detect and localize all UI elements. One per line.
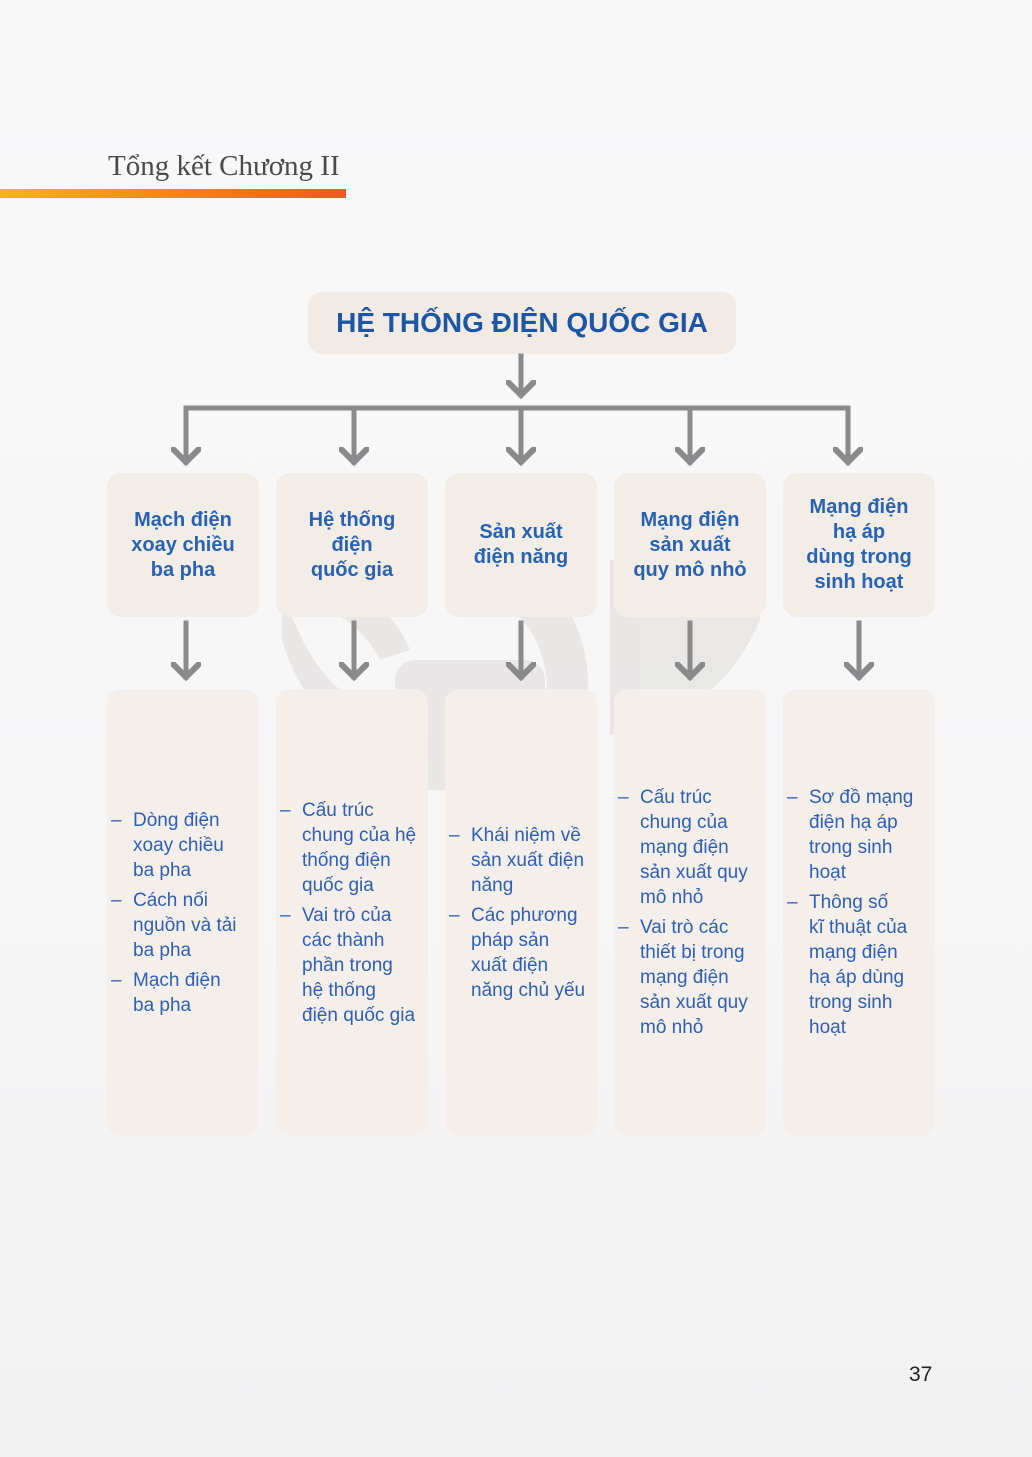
detail-box-3: –Khái niệm về sản xuất điện năng –Các ph… [445,689,597,1136]
detail-item: –Vai trò của các thành phần trong hệ thố… [280,904,416,1026]
detail-item: –Cấu trúc chung của mạng điện sản xuất q… [618,787,748,908]
chapter-title-underline [0,189,346,198]
node-mach-dien-xoay-chieu: Mạch điện xoay chiều ba pha [107,473,259,617]
page-number: 37 [909,1363,933,1386]
node-mang-dien-san-xuat: Mạng điện sản xuất quy mô nhỏ [614,473,766,617]
chapter-title: Tổng kết Chương II [108,150,340,182]
detail-item: –Thông số kĩ thuật của mạng điện hạ áp d… [787,892,908,1038]
detail-item: –Mạch điện ba pha [111,969,221,1016]
node-he-thong-dien: Hệ thống điện quốc gia [276,473,428,617]
detail-item: –Dòng điện xoay chiều ba pha [111,809,224,881]
detail-box-1: –Dòng điện xoay chiều ba pha –Cách nối n… [107,689,259,1136]
node-mang-dien-ha-ap: Mạng điện hạ áp dùng trong sinh hoạt [783,473,935,617]
root-node: HỆ THỐNG ĐIỆN QUỐC GIA [308,292,736,354]
detail-item: –Sơ đồ mạng điện hạ áp trong sinh hoạt [787,787,914,883]
detail-box-4: –Cấu trúc chung của mạng điện sản xuất q… [614,689,766,1136]
detail-item: –Các phương pháp sản xuất điện năng chủ … [449,904,586,1001]
detail-item: –Vai trò các thiết bị trong mạng điện sả… [618,917,748,1038]
detail-box-5: –Sơ đồ mạng điện hạ áp trong sinh hoạt –… [783,689,935,1136]
node-label: Sản xuất điện năng [473,521,569,568]
node-san-xuat-dien-nang: Sản xuất điện năng [445,473,597,617]
node-label: Hệ thống điện quốc gia [308,508,396,581]
node-label: Mạng điện hạ áp dùng trong sinh hoạt [806,496,912,593]
detail-item: –Khái niệm về sản xuất điện năng [449,824,585,896]
node-label: Mạch điện xoay chiều ba pha [131,508,235,581]
node-label: Mạng điện sản xuất quy mô nhỏ [633,508,747,581]
detail-item: –Cách nối nguồn và tải ba pha [111,889,237,961]
detail-item: –Cấu trúc chung của hệ thống điện quốc g… [280,799,417,896]
root-node-label: HỆ THỐNG ĐIỆN QUỐC GIA [336,307,708,338]
detail-box-2: –Cấu trúc chung của hệ thống điện quốc g… [276,689,428,1136]
